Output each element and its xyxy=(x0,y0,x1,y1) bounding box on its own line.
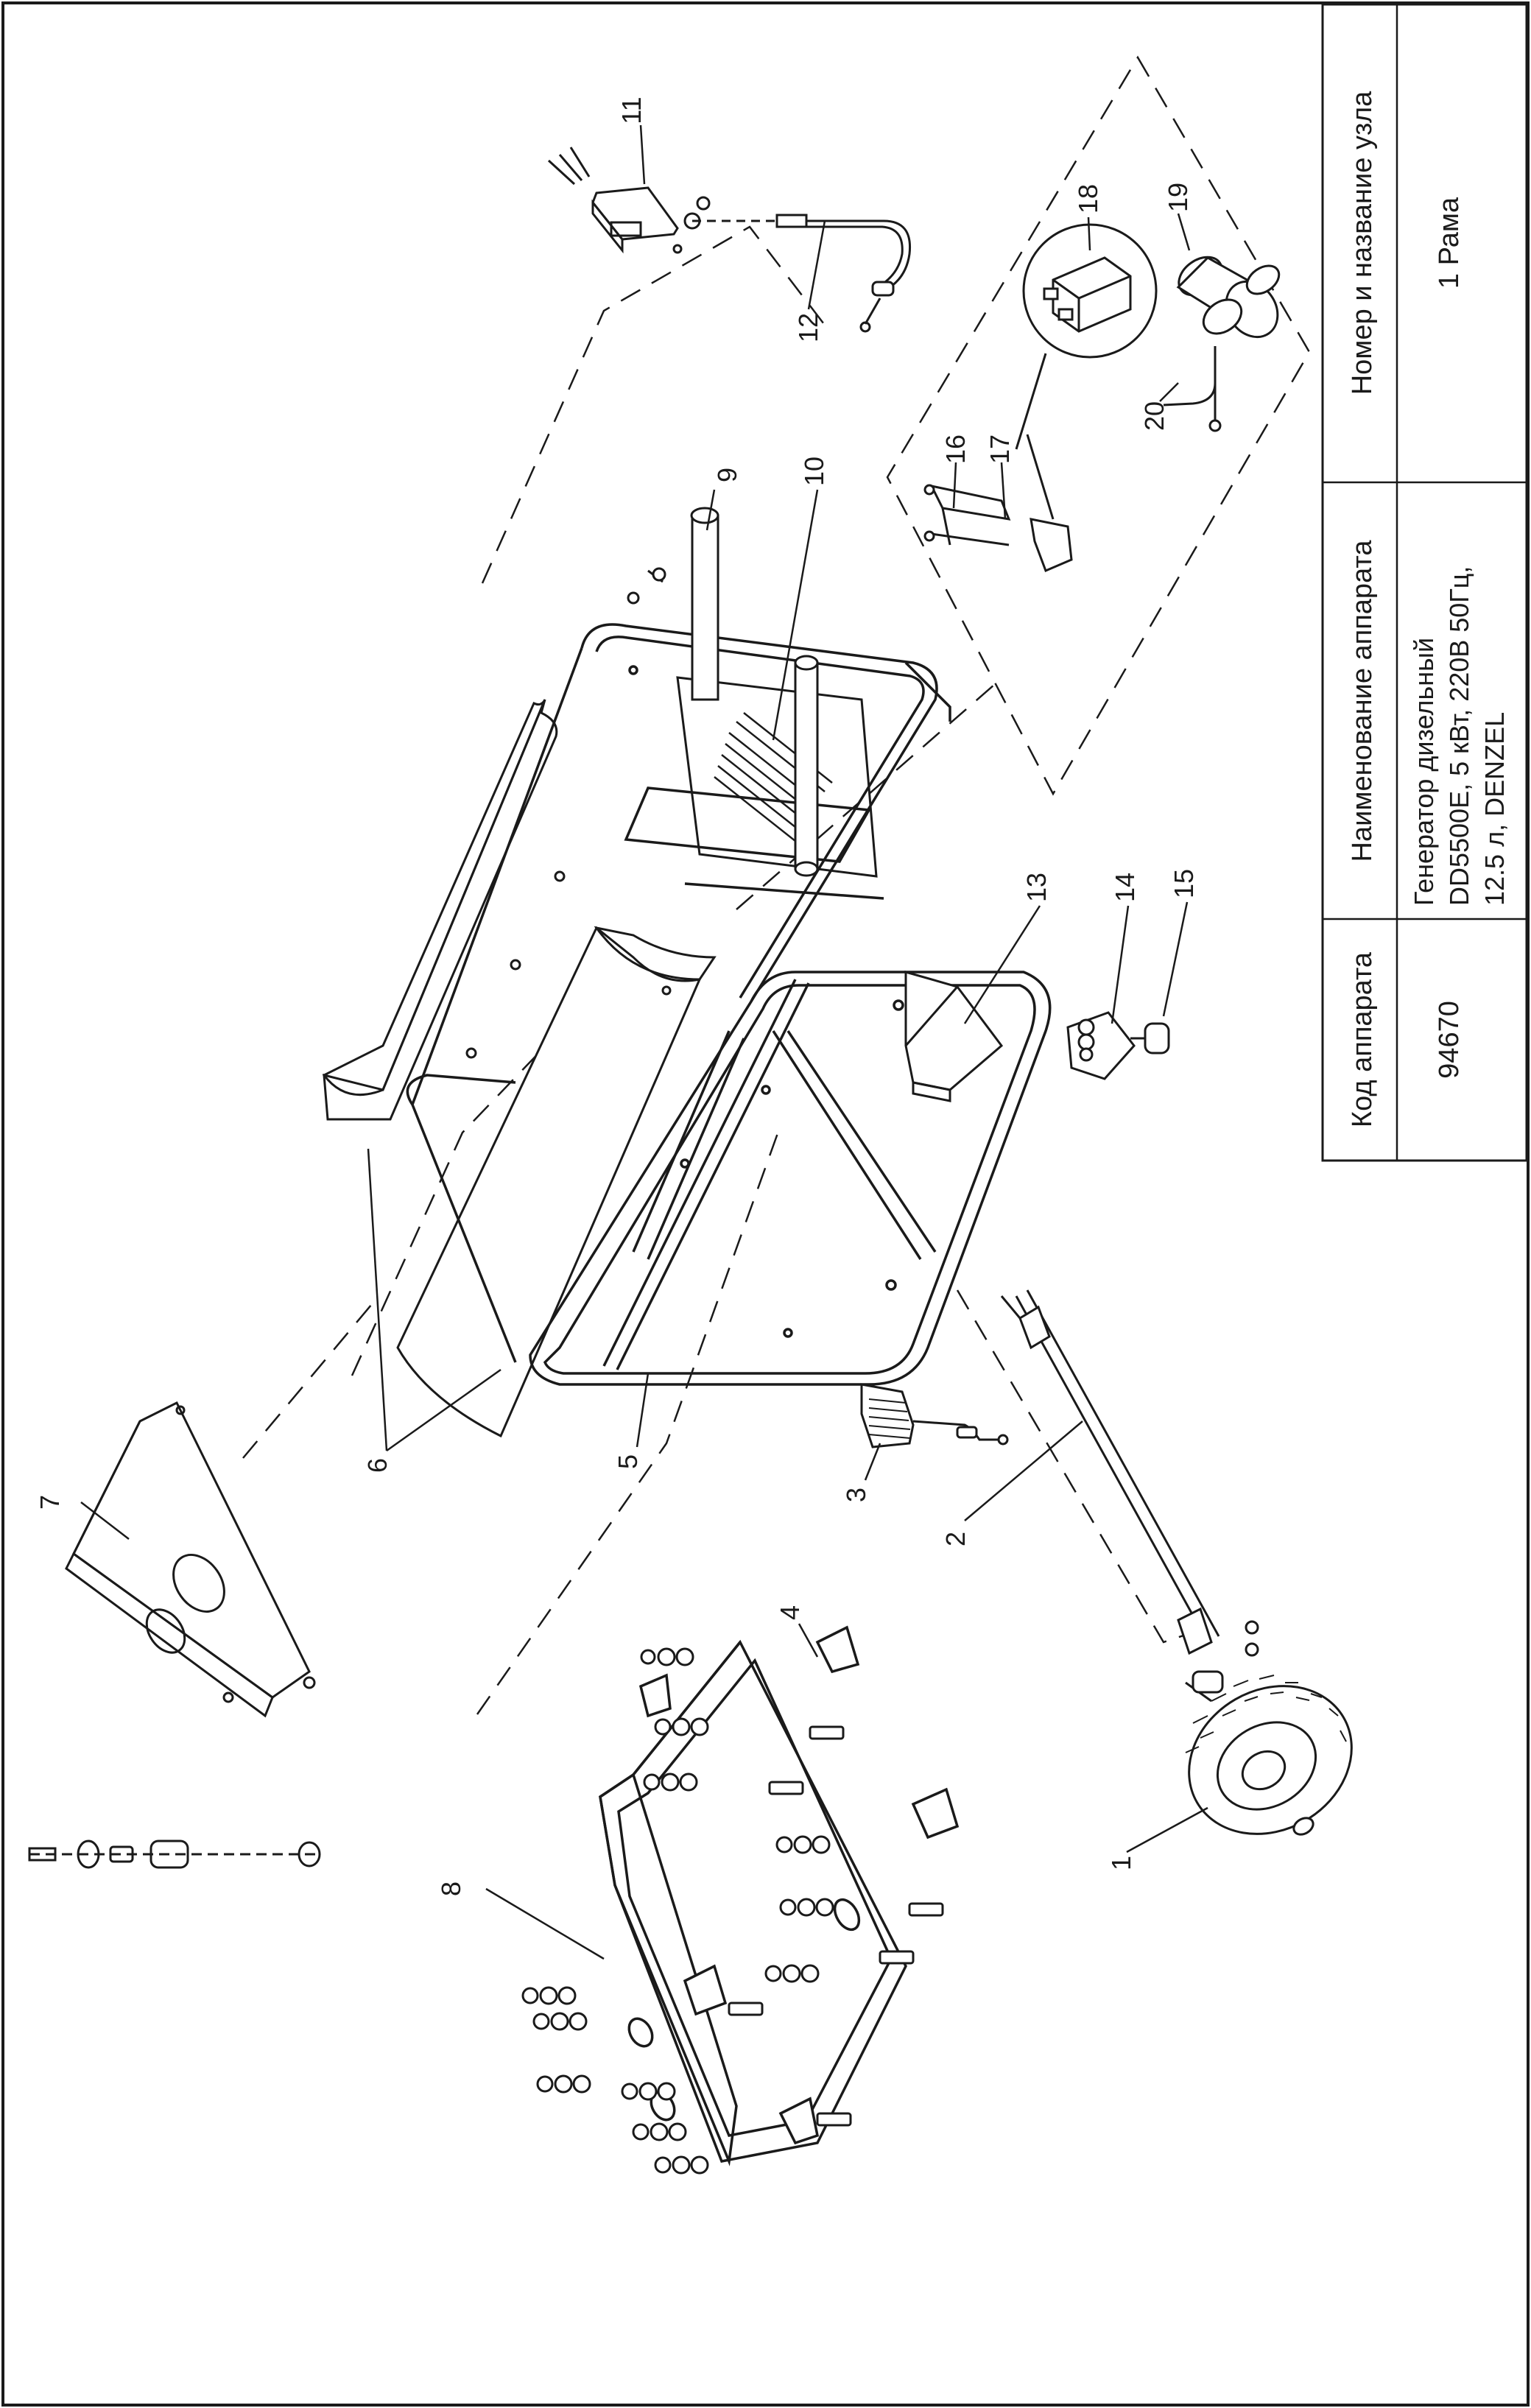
part-20-starter-cable xyxy=(1163,346,1222,432)
callout-14: 14 xyxy=(1110,873,1140,902)
code-header: Код аппарата xyxy=(1347,951,1378,1127)
callout-4: 4 xyxy=(775,1605,805,1620)
callout-9: 9 xyxy=(712,468,742,482)
callout-6: 6 xyxy=(362,1458,393,1473)
part-12-throttle-cable xyxy=(692,214,912,333)
part-13-bracket xyxy=(904,971,1004,1102)
callout-3: 3 xyxy=(841,1488,871,1502)
part-9-handle xyxy=(627,507,819,877)
part-7-cover-plate xyxy=(28,1401,321,1869)
unit-header: Номер и название узла xyxy=(1347,91,1378,395)
code-value: 94670 xyxy=(1434,1001,1465,1079)
name-line-1: Генератор дизельный xyxy=(1409,638,1439,906)
callout-17: 17 xyxy=(985,434,1015,464)
part-2-axle xyxy=(1000,1289,1259,1703)
callout-13: 13 xyxy=(1021,873,1052,902)
base-fasteners xyxy=(521,1647,944,2175)
part-8-base-frame xyxy=(599,1625,960,2166)
part-15-rubber-foot xyxy=(1130,1022,1170,1055)
title-block: Код аппарата 94670 Наименование аппарата… xyxy=(1321,3,1528,1162)
callout-2: 2 xyxy=(940,1532,971,1546)
name-line-3: 12.5 л, DENZEL xyxy=(1479,712,1510,906)
callout-15: 15 xyxy=(1169,869,1199,898)
callout-10: 10 xyxy=(799,457,829,486)
part-1-wheel xyxy=(1185,1670,1353,1836)
part-3-voltage-regulator xyxy=(860,1383,1009,1448)
unit-value: 1 Рама xyxy=(1434,197,1465,289)
leader-lines xyxy=(80,124,1208,1960)
name-line-2: DD5500E, 5 кВт, 220В 50Гц, xyxy=(1444,566,1474,906)
callout-12: 12 xyxy=(793,313,823,342)
callout-5: 5 xyxy=(613,1454,643,1469)
callout-1: 1 xyxy=(1106,1856,1136,1870)
callout-7: 7 xyxy=(35,1495,65,1510)
callout-8: 8 xyxy=(436,1881,466,1896)
callout-16: 16 xyxy=(940,434,971,464)
part-19-starter-motor xyxy=(1176,256,1281,339)
callout-19: 19 xyxy=(1163,183,1193,212)
part-14-mount xyxy=(1066,1011,1136,1080)
part-16-17-battery-bracket xyxy=(923,484,1073,572)
callout-20: 20 xyxy=(1139,401,1169,431)
callout-18: 18 xyxy=(1073,184,1103,214)
callout-numbers: 1 2 3 4 5 6 7 8 9 10 11 12 13 14 15 16 1… xyxy=(35,96,1199,1896)
part-5-main-frame xyxy=(406,623,1052,1386)
part-18-battery xyxy=(1015,223,1158,520)
name-header: Наименование аппарата xyxy=(1347,540,1378,862)
part-11-control-box xyxy=(547,147,711,254)
callout-11: 11 xyxy=(616,96,647,124)
dashed-outlines xyxy=(242,55,1311,1715)
part-6-side-panels xyxy=(322,699,717,1438)
